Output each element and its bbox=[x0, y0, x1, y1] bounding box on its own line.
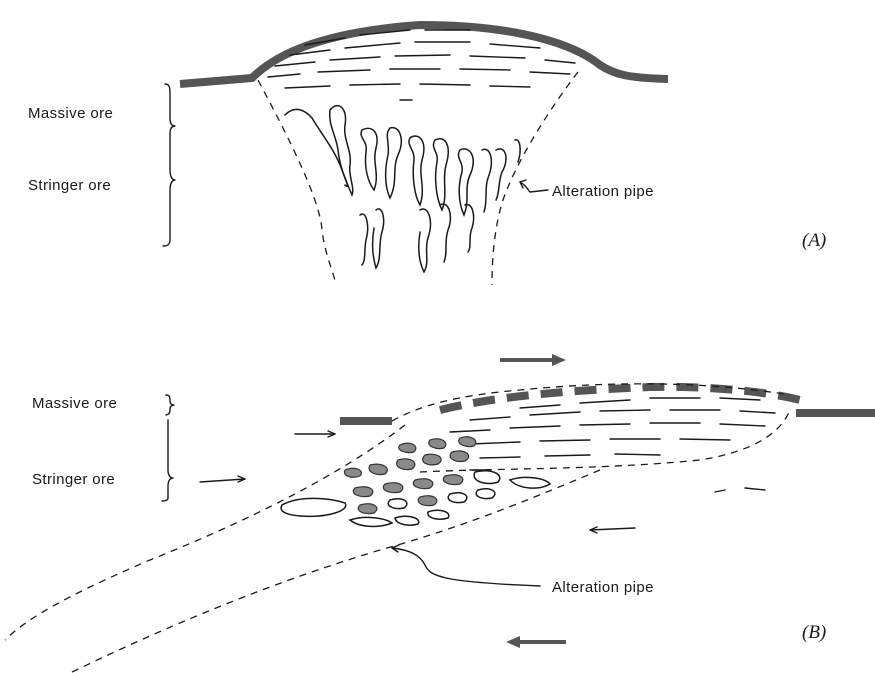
alteration-pipe-left-edge-a bbox=[258, 80, 336, 285]
pipe-pointer-b bbox=[392, 548, 540, 586]
label-massive-ore-b: Massive ore bbox=[32, 395, 117, 412]
shear-arrow-top-b bbox=[500, 354, 566, 366]
panel-a: Massive ore Stringer ore Alteration pipe… bbox=[28, 25, 826, 285]
label-alteration-pipe-a: Alteration pipe bbox=[552, 183, 654, 200]
panel-tag-b: (B) bbox=[802, 622, 826, 643]
seafloor-surface-a bbox=[180, 25, 668, 84]
bracket-massive-a bbox=[165, 84, 175, 134]
massive-ore-lens-b bbox=[450, 398, 775, 470]
label-stringer-ore-b: Stringer ore bbox=[32, 471, 115, 488]
panel-tag-a: (A) bbox=[802, 230, 826, 251]
label-stringer-ore-a: Stringer ore bbox=[28, 177, 111, 194]
alteration-pipe-right-edge-a bbox=[492, 72, 578, 285]
bracket-massive-b bbox=[166, 395, 174, 415]
transported-ore-cap-b bbox=[440, 387, 800, 410]
stringer-ore-a bbox=[285, 106, 520, 272]
stringer-ore-b bbox=[281, 437, 550, 527]
bracket-stringer-b bbox=[162, 420, 173, 501]
label-alteration-pipe-b: Alteration pipe bbox=[552, 579, 654, 596]
bracket-stringer-a bbox=[163, 134, 175, 246]
panel-b: Massive ore Stringer ore Alteration pipe… bbox=[5, 354, 875, 673]
pipe-pointer-a bbox=[520, 182, 548, 192]
label-massive-ore-a: Massive ore bbox=[28, 105, 113, 122]
alteration-pipe-upper-edge-b bbox=[5, 425, 405, 640]
shear-arrow-bottom-b bbox=[506, 636, 566, 648]
